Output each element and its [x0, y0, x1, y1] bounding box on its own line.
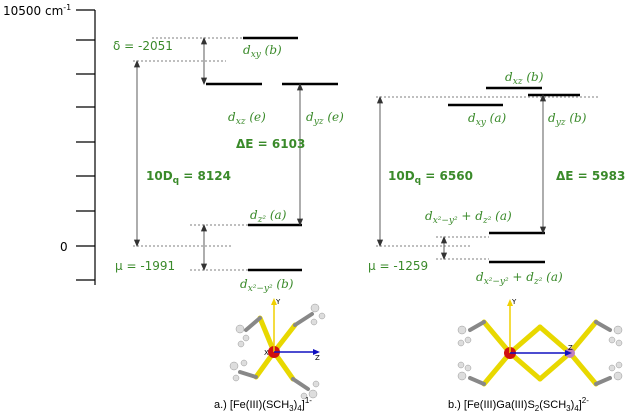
left-arrows: [133, 36, 304, 272]
left-dx2y2-label: dx²−y² (b): [240, 277, 294, 294]
right-dyz-label: dyz (b): [548, 111, 587, 128]
left-delta-label: δ = -2051: [113, 39, 173, 53]
molecule-b-axis-z: Z: [568, 344, 573, 352]
left-deltaE-label: ΔE = 6103: [236, 137, 305, 151]
right-dxz-label: dxz (b): [505, 70, 544, 87]
right-arrows: [376, 93, 547, 261]
molecule-a-model: Y Z X: [229, 298, 326, 400]
molecule-a-axis-y: Y: [275, 298, 281, 306]
right-dxy-label: dxy (a): [468, 111, 507, 128]
right-mix-lower-label: dx²−y² + dz² (a): [476, 270, 563, 287]
right-deltaE-label: ΔE = 5983: [556, 169, 625, 183]
left-dxz-label: dxz (e): [228, 110, 266, 127]
right-10dq-label: 10Dq = 6560: [388, 169, 473, 186]
molecule-a-axis-z: Z: [315, 354, 320, 362]
axis-top-label: 10500 cm-1: [3, 3, 71, 18]
left-dyz-label: dyz (e): [306, 110, 344, 127]
right-mix-upper-label: dx²−y² + dz² (a): [425, 209, 512, 226]
left-levels: [133, 36, 338, 272]
left-mu-label: μ = -1991: [115, 259, 175, 273]
molecule-b-model: Y Z: [457, 298, 623, 387]
molecule-b-axis-y: Y: [511, 298, 517, 306]
right-levels: [376, 86, 598, 264]
left-10dq-label: 10Dq = 8124: [146, 169, 231, 186]
right-mu-label: μ = -1259: [368, 259, 428, 273]
axis-zero-label: 0: [60, 240, 68, 254]
molecule-a-axis-x: X: [264, 349, 269, 357]
left-dxy-label: dxy (b): [243, 43, 282, 60]
caption-b: b.) [Fe(III)Ga(III)S2(SCH3)4]2-: [448, 396, 589, 413]
energy-axis: [76, 9, 96, 285]
left-dz2-label: dz² (a): [250, 208, 287, 225]
caption-a: a.) [Fe(III)(SCH3)4]1-: [214, 396, 312, 413]
